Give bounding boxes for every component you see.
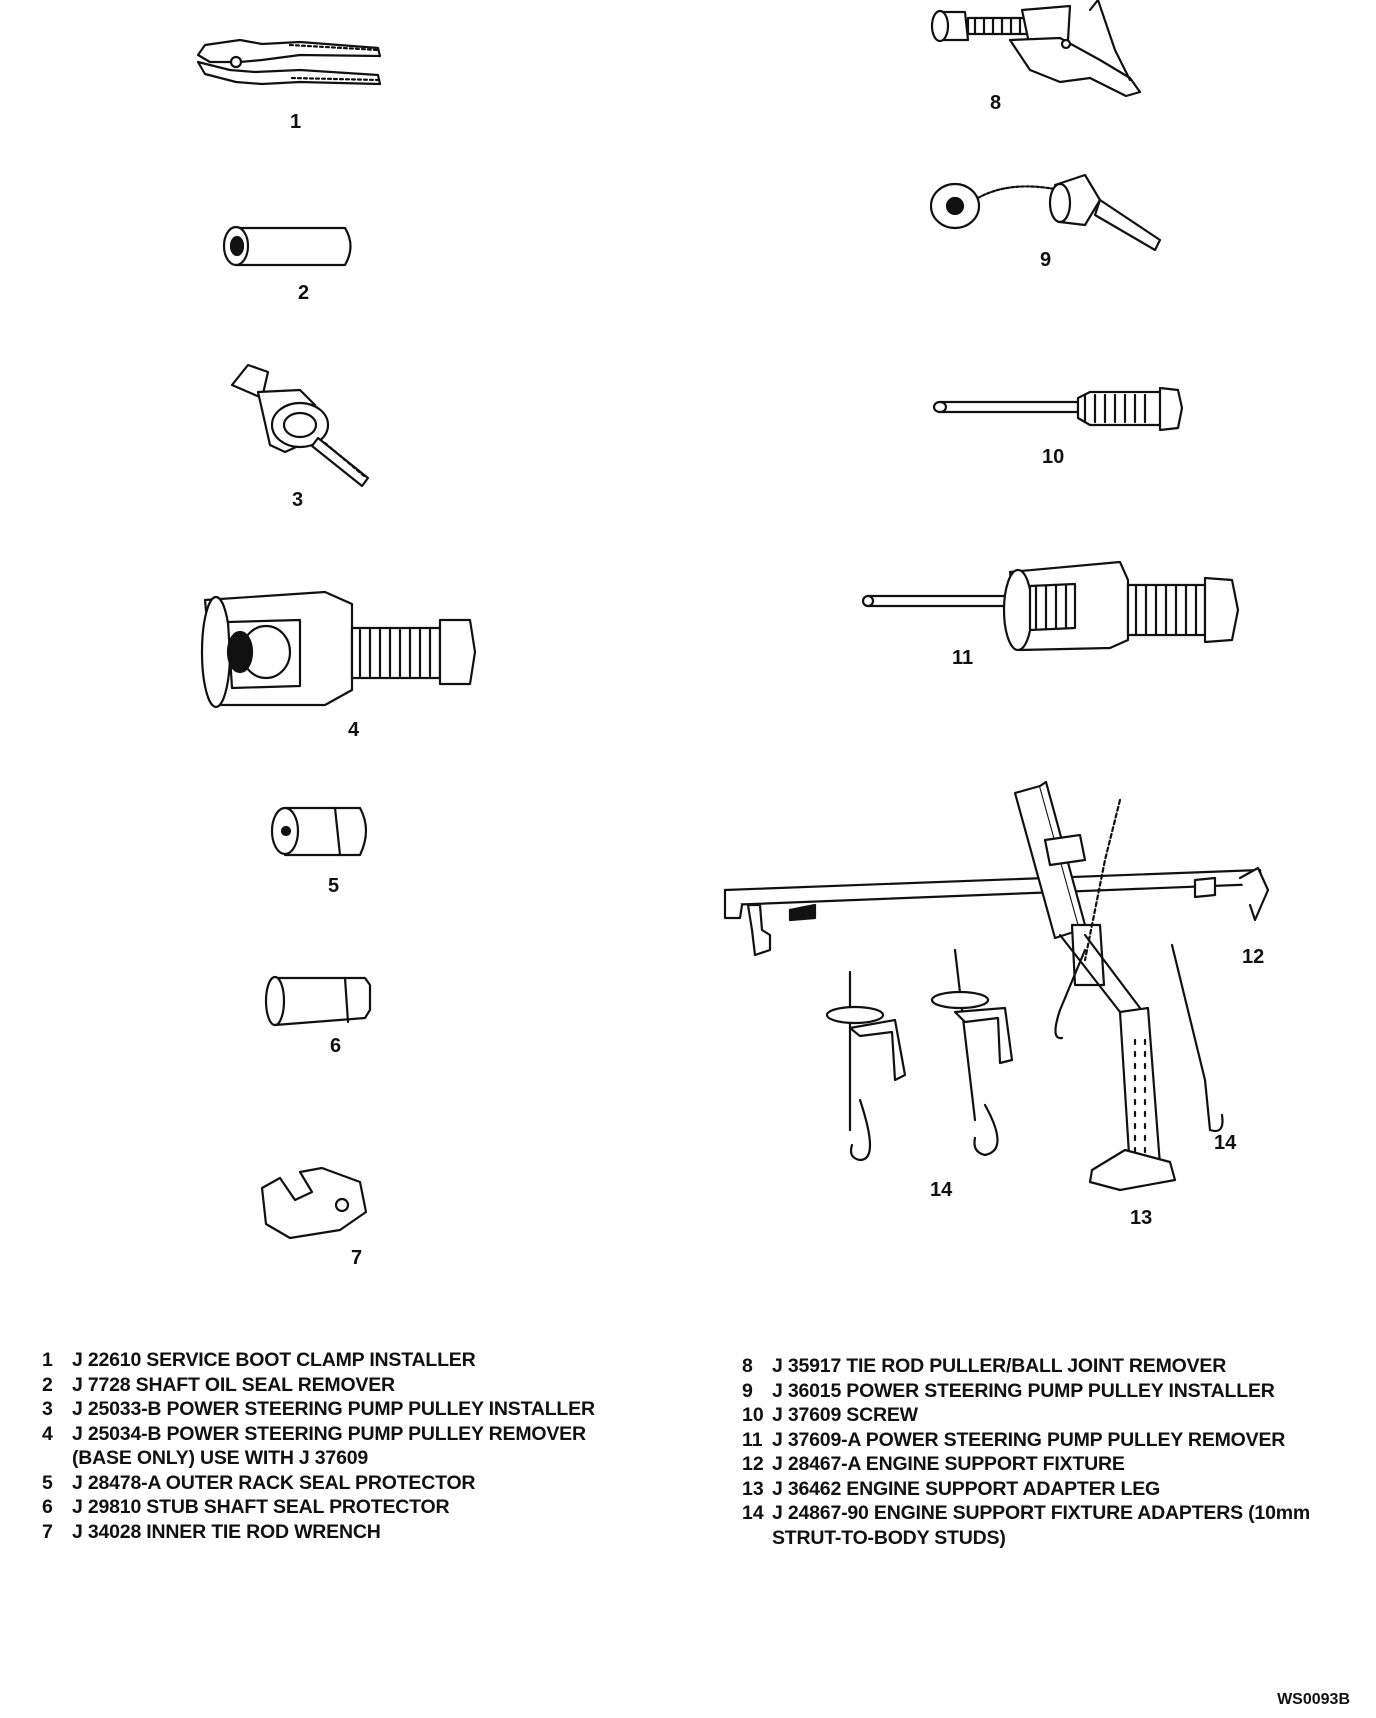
tool-10-screw [934, 388, 1182, 430]
tool-8-tie-rod-puller [932, 0, 1140, 96]
legend-item-2: 2 J 7728 SHAFT OIL SEAL REMOVER [42, 1373, 595, 1398]
legend-text: J 37609 SCREW [772, 1404, 918, 1426]
legend-item-10: 10 J 37609 SCREW [742, 1403, 1310, 1428]
legend-item-8: 8 J 35917 TIE ROD PULLER/BALL JOINT REMOV… [742, 1354, 1310, 1379]
legend-number: 6 [42, 1496, 53, 1518]
legend-number: 13 [742, 1477, 764, 1500]
callout-14-left: 14 [930, 1179, 953, 1201]
callout-11: 11 [952, 647, 974, 669]
tool-6-stub-shaft-seal-protector [266, 977, 370, 1025]
tool-3-pulley-installer [232, 365, 368, 486]
legend-text: (BASE ONLY) USE WITH J 37609 [72, 1447, 369, 1469]
tool-14-fixture-adapters [827, 800, 1223, 1160]
legend-number: 12 [742, 1453, 764, 1475]
legend-item-5: 5 J 28478-A OUTER RACK SEAL PROTECTOR [42, 1471, 595, 1496]
legend-item-12: 12 J 28467-A ENGINE SUPPORT FIXTURE [742, 1452, 1310, 1477]
legend-item-4: 4 J 25034-B POWER STEERING PUMP PULLEY RE… [42, 1422, 595, 1447]
callout-7: 7 [351, 1247, 363, 1269]
tool-11-pulley-remover [863, 562, 1238, 650]
legend-text: J 22610 SERVICE BOOT CLAMP INSTALLER [72, 1349, 476, 1371]
legend-text: J 36015 POWER STEERING PUMP PULLEY INSTA… [772, 1379, 1275, 1402]
legend-item-1: 1 J 22610 SERVICE BOOT CLAMP INSTALLER [42, 1348, 595, 1373]
legend-number: 9 [742, 1379, 753, 1402]
tool-4-pulley-remover [202, 592, 475, 707]
legend-text: J 25034-B POWER STEERING PUMP PULLEY REM… [72, 1422, 586, 1445]
callout-2: 2 [298, 282, 310, 304]
legend-text: J 28467-A ENGINE SUPPORT FIXTURE [772, 1453, 1125, 1475]
callout-10: 10 [1042, 446, 1065, 468]
callout-4: 4 [348, 719, 360, 741]
legend-text: J 37609-A POWER STEERING PUMP PULLEY REM… [772, 1428, 1286, 1451]
legend-item-4-continued: (BASE ONLY) USE WITH J 37609 [42, 1446, 595, 1471]
tool-9-pulley-installer [931, 175, 1160, 250]
legend-number: 7 [42, 1520, 53, 1543]
legend-number: 1 [42, 1349, 53, 1371]
legend-text: J 25033-B POWER STEERING PUMP PULLEY INS… [72, 1398, 595, 1420]
legend-item-3: 3 J 25033-B POWER STEERING PUMP PULLEY IN… [42, 1397, 595, 1422]
legend-item-6: 6 J 29810 STUB SHAFT SEAL PROTECTOR [42, 1495, 595, 1520]
legend-number: 5 [42, 1471, 53, 1494]
legend-number: 4 [42, 1422, 53, 1445]
legend-text: J 28478-A OUTER RACK SEAL PROTECTOR [72, 1471, 476, 1494]
callout-14-right: 14 [1214, 1132, 1237, 1154]
callout-12: 12 [1242, 946, 1265, 968]
legend-number: 14 [742, 1502, 764, 1524]
legend-item-14-continued: STRUT-TO-BODY STUDS) [742, 1526, 1310, 1551]
figure-id: WS0093B [1277, 1691, 1350, 1708]
tool-5-outer-rack-seal-protector [272, 808, 366, 855]
legend-item-7: 7 J 34028 INNER TIE ROD WRENCH [42, 1520, 595, 1545]
legend-number: 2 [42, 1373, 53, 1396]
callout-6: 6 [330, 1035, 342, 1057]
legend-item-13: 13 J 36462 ENGINE SUPPORT ADAPTER LEG [742, 1477, 1310, 1502]
tool-13-engine-support-adapter-leg [1060, 935, 1175, 1190]
callout-5: 5 [328, 875, 340, 897]
legend-text: J 36462 ENGINE SUPPORT ADAPTER LEG [772, 1477, 1160, 1500]
callout-3: 3 [292, 489, 304, 511]
tool-7-inner-tie-rod-wrench [262, 1168, 366, 1238]
callout-13: 13 [1130, 1207, 1153, 1229]
legend-text: J 24867-90 ENGINE SUPPORT FIXTURE ADAPTE… [772, 1502, 1310, 1524]
tool-12-engine-support-fixture [725, 782, 1268, 985]
legend-text: STRUT-TO-BODY STUDS) [772, 1526, 1006, 1549]
legend-number: 8 [742, 1355, 753, 1377]
legend-item-14: 14 J 24867-90 ENGINE SUPPORT FIXTURE ADAP… [742, 1501, 1310, 1526]
callout-9: 9 [1040, 249, 1052, 271]
legend-item-9: 9 J 36015 POWER STEERING PUMP PULLEY INST… [742, 1379, 1310, 1404]
legend-text: J 7728 SHAFT OIL SEAL REMOVER [72, 1373, 395, 1396]
tool-1-boot-clamp-installer [198, 40, 380, 84]
callout-1: 1 [290, 111, 302, 133]
tool-2-shaft-oil-seal-remover [224, 227, 351, 265]
legend-text: J 34028 INNER TIE ROD WRENCH [72, 1520, 381, 1543]
legend-number: 11 [742, 1428, 763, 1451]
legend-item-11: 11 J 37609-A POWER STEERING PUMP PULLEY R… [742, 1428, 1310, 1453]
legend-text: J 29810 STUB SHAFT SEAL PROTECTOR [72, 1496, 450, 1518]
legend-number: 10 [742, 1404, 764, 1426]
callout-8: 8 [990, 92, 1002, 114]
legend-number: 3 [42, 1398, 53, 1420]
legend-right: 8 J 35917 TIE ROD PULLER/BALL JOINT REMOV… [742, 1354, 1310, 1550]
legend-text: J 35917 TIE ROD PULLER/BALL JOINT REMOVE… [772, 1355, 1227, 1377]
